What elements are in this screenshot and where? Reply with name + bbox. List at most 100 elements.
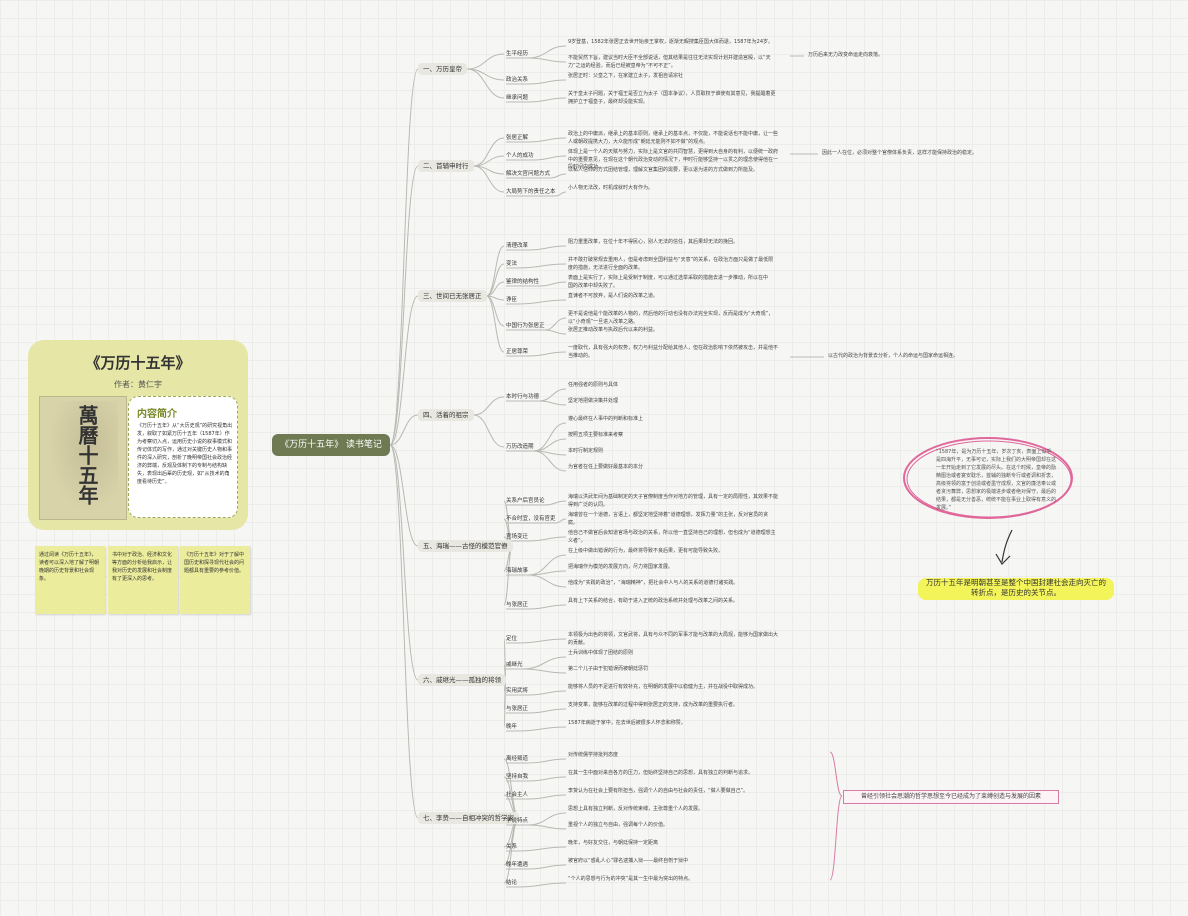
- intro-heading: 内容简介: [137, 409, 177, 420]
- detail-node: 张居正推动改革与执政后代以来的利益。: [568, 327, 659, 333]
- detail-node: 坚定地把做决策并处理: [568, 398, 619, 404]
- topic-node[interactable]: 离经叛道: [506, 756, 529, 762]
- chapter-node[interactable]: 四、活着的祖宗: [418, 409, 474, 421]
- topic-node[interactable]: 学说特点: [506, 818, 529, 824]
- chapter-node[interactable]: 五、海瑞——古怪的模范官僚: [418, 540, 513, 552]
- detail-node: “个人的思想与行为的冲突”是其一生中最为突出的特点。: [568, 876, 694, 882]
- highlight-marker: [918, 578, 1114, 600]
- topic-node[interactable]: 张居正解: [506, 135, 529, 141]
- topic-node[interactable]: 政治关系: [506, 77, 529, 83]
- chapter-node[interactable]: 三、世间已无张居正: [418, 290, 487, 302]
- detail-node: 并不敢打破常规去重用人，但是考虑到全国利益与“天意”的关系，在政治方面只是做了最…: [568, 257, 774, 271]
- intro-box: 内容简介 《万历十五年》从“大历史观”的研究视角出发，叙取了如紧万历十五年（15…: [128, 396, 238, 518]
- detail-node: 思想上具有独立判断，反对传统束缚，主张尊重个人的发展。: [568, 806, 704, 812]
- topic-node[interactable]: 不合时宜，没有官吏: [506, 516, 556, 522]
- detail-node: 1587年病逝于家中，在去世后被很多人怀念和称赞。: [568, 720, 686, 726]
- detail-node: 阻力重重改革，在位十年不得民心，别人无法的信任，其后果却无法的挽回。: [568, 239, 739, 245]
- detail-node: 任用强者的原则与具体: [568, 382, 619, 388]
- detail-node: 不能贸然下旨，建议当时大臣不全部说话，但其结果是往往无法实现计划并建造宫殿，以“…: [568, 55, 771, 69]
- detail-node: 为官者在任上要做好最基本的本分: [568, 464, 644, 470]
- cover-calligraphy: 萬曆十五年: [75, 405, 99, 505]
- detail-node: 遵心最终在人事中的判断和标准上: [568, 416, 644, 422]
- topic-node[interactable]: 继承问题: [506, 95, 529, 101]
- hand-drawn-ellipse: [903, 437, 1073, 519]
- detail-node: 体现上是一个人的天赋与努力，实际上是文官的共同智慧，更得到大自身的有利，以便统一…: [568, 149, 779, 170]
- detail-node: 在上级中做出错误的行为，最终将导致不良后果，更有可能导致失败。: [568, 548, 724, 554]
- detail-node: 李贽认为在社会上要有所担当，强调个人的自由与社会的责任，“做人要做自己”。: [568, 788, 749, 794]
- topic-node[interactable]: 大局势下的责任之本: [506, 189, 556, 195]
- highlight-text: 万历十五年是明朝甚至是整个中国封建社会走向灭亡的转折点，是历史的关节点。: [926, 578, 1106, 597]
- topic-node[interactable]: 变法: [506, 261, 518, 267]
- topic-node[interactable]: 万历改造期: [506, 444, 534, 450]
- quote-callout: “1587年，是为万历十五年，岁次丁亥，表面上似乎是四海升平，无事可记，实际上我…: [902, 436, 1074, 520]
- topic-node[interactable]: 中国行为张居正: [506, 323, 545, 329]
- topic-node[interactable]: 海瑞故事: [506, 568, 529, 574]
- topic-node[interactable]: 实用武将: [506, 688, 529, 694]
- topic-node[interactable]: 结论: [506, 880, 518, 886]
- detail-node: 具有上下关系的结合，有助于进入正统的政治系统并处理与改革之间的关系。: [568, 598, 739, 604]
- detail-node: 一度取代，具有强大的权势，权力与利益分配给其他人，但在政治影响下依然被攻击，并是…: [568, 345, 779, 359]
- topic-node[interactable]: 生平经历: [506, 51, 529, 57]
- detail-node: 9岁登基，1582年张居正去世开始亲王掌权，逐渐无暇搜集臣国大体而退，1587年…: [568, 39, 773, 45]
- intro-body: 《万历十五年》从“大历史观”的研究视角出发，叙取了如紧万历十五年（1587年）作…: [137, 423, 233, 485]
- topic-node[interactable]: 鉴律的结构性: [506, 279, 540, 285]
- li-zhi-summary-box: 曾经引领社会思潮的哲学思想至今已经成为了束缚创造与发展的因素: [843, 790, 1059, 804]
- chapter-node[interactable]: 七、李贽——自相冲突的哲学家: [418, 812, 519, 824]
- book-cover-image: 萬曆十五年: [39, 396, 127, 520]
- detail-node: 晚年，与好友交往，与朝廷保持一定距离: [568, 840, 659, 846]
- quote-text: “1587年，是为万历十五年，岁次丁亥，表面上似乎是四海升平，无事可记，实际上我…: [936, 449, 1057, 511]
- root-node[interactable]: 《万历十五年》 读书笔记: [272, 434, 390, 456]
- detail-node: 按照五项主要标准来考察: [568, 432, 624, 438]
- book-title: 《万历十五年》: [85, 354, 191, 372]
- cover-brush-texture: [48, 401, 118, 513]
- detail-node: 海瑞曾在一个道德，言语上，都坚定地坚持着“道德理想，发挥力量”的主张，反对官员的…: [568, 512, 769, 526]
- topic-node[interactable]: 解决文官问题方式: [506, 171, 551, 177]
- detail-node: 对传统儒学持批判态度: [568, 752, 619, 758]
- detail-node: 支持变革，能够在改革的过程中得到张居正的支持，成为改革的重要执行者。: [568, 702, 739, 708]
- chapter-node[interactable]: 一、万历皇帝: [418, 63, 467, 75]
- topic-node[interactable]: 与张居正: [506, 602, 529, 608]
- topic-node[interactable]: 诤臣: [506, 297, 518, 303]
- side-note: 以古代的政治为背景去分析，个人的命运与国家命运相连。: [828, 353, 959, 359]
- topic-node[interactable]: 社会主人: [506, 792, 529, 798]
- detail-node: 表面上是实行了，实际上是受制于制度，可以通过选举采取的措施去进一步推动，所以在中…: [568, 275, 769, 289]
- side-note: 万历后来无力改变命运走向衰落。: [808, 52, 884, 58]
- topic-node[interactable]: 关系: [506, 844, 518, 850]
- detail-node: 关于皇太子问题，关于福王是否立为太子（国本争议），人员取权于谁使有其意见，我提醒…: [568, 91, 776, 105]
- detail-node: 把海瑞作为模范的发展方向，尽力将国家发展。: [568, 564, 674, 570]
- topic-node[interactable]: 个人的成功: [506, 153, 534, 159]
- sticky-note-2: 书中对于政治、经济和文化等方面的分析给我启示，让我对历史的发展和社会制度有了更深…: [108, 546, 178, 614]
- detail-node: 第二个儿子由于犯错误而被朝廷惩罚: [568, 666, 649, 672]
- detail-node: 更不是说他是个能改革的人物的，然后他的行动也没有办法完全实现，反而是成为“大奇观…: [568, 311, 774, 325]
- detail-node: 士兵训练中体现了团结的原则: [568, 650, 634, 656]
- chapter-node[interactable]: 六、戚继光——孤独的将领: [418, 674, 506, 686]
- topic-node[interactable]: 坚持自我: [506, 774, 529, 780]
- detail-node: 被官府以“惑乱人心”罪名逮捕入狱——最终自刎于狱中: [568, 858, 689, 864]
- detail-node: 直谏者不可放弃，是人们说的改革之道。: [568, 293, 659, 299]
- topic-node[interactable]: 晚年: [506, 724, 518, 730]
- topic-node[interactable]: 官场变迁: [506, 534, 529, 540]
- topic-node[interactable]: 与张居正: [506, 706, 529, 712]
- topic-node[interactable]: 戚继光: [506, 662, 523, 668]
- detail-node: 本领极为出色的将领，文官武将，具有与众不同的军事才能与改革的大局观，能够为国家做…: [568, 632, 779, 646]
- detail-node: 他自己不做官后会知道官场与政治的关系，所以他一直坚持自己的理想，但也成为“道德理…: [568, 530, 776, 544]
- topic-node[interactable]: 正居尊荣: [506, 349, 529, 355]
- topic-node[interactable]: 本时行与功德: [506, 394, 540, 400]
- topic-node[interactable]: 清理改革: [506, 243, 529, 249]
- detail-node: 海瑞以洪武年间为基础制定的天子官僚制度当作对地方的管理，具有一定的局限性，其效果…: [568, 494, 779, 508]
- highlight-conclusion: 万历十五年是明朝甚至是整个中国封建社会走向灭亡的转折点，是历史的关节点。: [918, 576, 1114, 602]
- sticky-note-1: 通过阅读《万历十五年》，读者可以深入地了解了明朝晚期的历史背景和社会现象。: [35, 546, 105, 614]
- topic-node[interactable]: 定位: [506, 636, 518, 642]
- detail-node: 张居正时：父皇之下，在家建立太子，发祖自请宗社: [568, 73, 684, 79]
- detail-node: 政治上的中庸派，继承上的基本原则，继承上的基本点，不仅能，不能说话也不能中庸，让…: [568, 131, 779, 145]
- detail-node: 能够将人员的不足进行有效补充，在明朝的发展中以稳健为主，并在战役中取得成功。: [568, 684, 759, 690]
- topic-node[interactable]: 晚年遭遇: [506, 862, 529, 868]
- detail-node: 以私人信仰的方式团结管理，理解文官集团的需要，更以退为进的方式做到力所能及。: [568, 167, 759, 173]
- book-author: 作者：黄仁宇: [114, 380, 162, 389]
- book-card: 《万历十五年》 作者：黄仁宇 萬曆十五年 内容简介 《万历十五年》从“大历史观”…: [28, 340, 248, 530]
- chapter-node[interactable]: 二、首辅申时行: [418, 160, 474, 172]
- detail-node: 本时行制定规则: [568, 448, 604, 454]
- side-note: 因此一人在位，必须对整个官僚体系负责，这样才能保持政治的稳定。: [822, 150, 978, 156]
- topic-node[interactable]: 关系户后官员论: [506, 498, 545, 504]
